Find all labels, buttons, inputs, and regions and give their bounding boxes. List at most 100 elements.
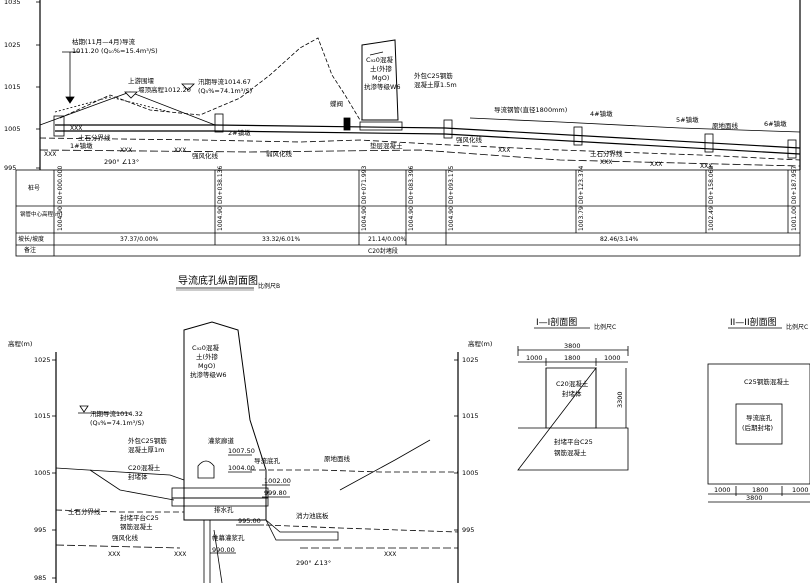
slope-cell-0: 37.37/0.00% — [120, 236, 159, 243]
section-scale: 比例尺B — [258, 282, 280, 290]
b-flood-level: 汛期导流1014.32 — [90, 409, 143, 418]
x-marks-8: XXX — [700, 163, 712, 170]
section-2 — [707, 363, 810, 503]
b-stilling-slab: 消力池底板 — [296, 511, 329, 520]
s1-c20: C20混凝土 — [556, 379, 589, 388]
dim-1000-a: 1000 — [526, 354, 543, 362]
x-marks-6: XXX — [600, 159, 612, 166]
valve-label: 蝶阀 — [330, 99, 343, 108]
section-1 — [517, 346, 629, 471]
b-el-990: 990.00 — [212, 546, 235, 554]
elev-cell-7: 1001.00 — [791, 206, 798, 231]
dam-c20-label: C₉₂0混凝 — [366, 55, 393, 64]
br-elev-1005: 1005 — [462, 469, 479, 477]
outer-c25-label-2: 混凝土厚1.5m — [414, 80, 457, 89]
b-elev-985: 985 — [34, 574, 46, 582]
b-drain-hole: 排水孔 — [214, 505, 234, 514]
elev-1015: 1015 — [4, 83, 21, 91]
bottom-text: 高程(m) 高程(m) 1025 1015 1005 995 985 1025 … — [8, 339, 492, 582]
flood-level-label: 汛期导流1014.67 — [198, 77, 251, 86]
x-marks-2: XXX — [44, 151, 56, 158]
bottom-profile — [52, 321, 459, 583]
dam-c20-label-2: 土(外掺 — [370, 64, 393, 73]
section-1-title: I—I剖面图 — [536, 316, 577, 328]
s1-plug-body: 封堵体 — [562, 389, 582, 398]
s2-dim-1000-b: 1000 — [792, 486, 809, 494]
elev-cell-3: 1004.90 — [408, 206, 415, 231]
station-2: D0+071.993 — [361, 166, 368, 204]
s1-c25-b: 钢筋混凝土 — [554, 448, 587, 457]
flood-q-label: (Q₅%=74.1m³/S) — [198, 87, 252, 95]
b-flood-q: (Q₅%=74.1m³/S) — [90, 419, 144, 427]
s2-dim-1000-a: 1000 — [714, 486, 731, 494]
anchor-1-label: 1#镇墩 — [70, 141, 93, 150]
b-slope-label: 290° ∠13° — [296, 559, 331, 567]
b-elev-995: 995 — [34, 526, 46, 534]
original-ground-label: 原地面线 — [712, 121, 739, 130]
station-5: D0+123.374 — [578, 166, 585, 204]
b-plug-body: 封堵体 — [128, 472, 148, 481]
station-1: D0+038.136 — [217, 166, 224, 204]
elev-1005: 1005 — [4, 125, 21, 133]
section-1-text: I—I剖面图 比例尺C 3800 1000 1800 1000 3300 C20… — [526, 316, 624, 457]
x-marks-5: XXX — [498, 147, 510, 154]
elev-cell-4: 1004.90 — [448, 206, 455, 231]
b-dam-c20-4: 抗渗等级W6 — [190, 370, 227, 379]
station-0: D0+000.000 — [57, 166, 64, 204]
b-el-1004: 1004.00 — [228, 464, 255, 472]
row-header-elevation: 钢管中心高程(m) — [20, 210, 63, 218]
br-elev-995: 995 — [462, 526, 474, 534]
anchor-3-weathered-label: 强风化线 — [456, 135, 483, 144]
cofferdam-crest-label: 堰顶高程1012.20 — [138, 85, 191, 94]
b-grout-curtain: 帷幕灌浆孔 — [212, 533, 245, 542]
elev-cell-0: 1004.90 — [57, 206, 64, 231]
elev-995: 995 — [4, 164, 16, 172]
dim-1800: 1800 — [564, 354, 581, 362]
b-strong-weathered: 强风化线 — [112, 533, 139, 542]
section-title: 导流底孔纵剖面图 — [178, 274, 258, 287]
section-2-title: II—II剖面图 — [730, 316, 777, 328]
x-marks-7: XXX — [650, 161, 662, 168]
b-x-marks: XXX — [108, 551, 120, 558]
section-1-scale: 比例尺C — [594, 323, 616, 331]
weak-weathered-label: 弱风化线 — [266, 149, 293, 158]
bottom-elev-header-right: 高程(m) — [468, 339, 492, 348]
dam-c20-label-4: 抗渗等级W6 — [364, 82, 401, 91]
bottom-elev-header: 高程(m) — [8, 339, 32, 348]
b-dam-c20-2: 土(外掺 — [196, 352, 219, 361]
anchor-4-label: 4#镇墩 — [590, 109, 613, 118]
row-header-slope: 坡长/坡度 — [18, 235, 44, 243]
b-outer-c25-2: 混凝土厚1m — [128, 445, 164, 454]
b-dam-c20-3: MgO) — [198, 362, 215, 370]
slope-cell-3: 82.46/3.14% — [600, 236, 639, 243]
b-elev-1005: 1005 — [34, 469, 51, 477]
s1-c25-a: 封堵平台C25 — [554, 437, 593, 446]
elev-1025: 1025 — [4, 41, 21, 49]
b-el-1007: 1007.50 — [228, 447, 255, 455]
dry-season-level: 1011.20 (Q₁₀%=15.4m³/S) — [72, 47, 158, 55]
dam-c20-label-3: MgO) — [372, 74, 389, 82]
cushion-label: 垫层混凝土 — [370, 141, 403, 150]
middle-title-group: 导流底孔纵剖面图 比例尺B — [176, 274, 280, 291]
anchor-2-label: 2#镇墩 — [228, 128, 251, 137]
b-x-marks-2: XXX — [174, 551, 186, 558]
station-3: D0+083.396 — [408, 166, 415, 204]
elev-1035: 1035 — [4, 0, 21, 6]
upper-cofferdam-label: 上游围堰 — [128, 76, 155, 85]
slope-cell-2: 21.14/0.00% — [368, 236, 407, 243]
b-plug-c25-2: 钢筋混凝土 — [120, 522, 153, 531]
b-elev-1015: 1015 — [34, 412, 51, 420]
s2-dim-1800: 1800 — [752, 486, 769, 494]
earth-rock-line-label: 土石分界线 — [78, 133, 111, 142]
b-el-995: 995.00 — [238, 517, 261, 525]
dim-3300: 3300 — [616, 391, 624, 408]
table-text: 桩号 钢管中心高程(m) 坡长/坡度 备注 D0+000.000 D0+038.… — [18, 166, 798, 255]
x-marks: XXX — [70, 125, 82, 132]
dim-1000-b: 1000 — [604, 354, 621, 362]
anchor-5-label: 5#镇墩 — [676, 115, 699, 124]
earth-rock-line-label-2: 土石分界线 — [590, 149, 623, 158]
b-c20-plug: C20混凝土 — [128, 463, 161, 472]
slope-label: 290° ∠13° — [104, 158, 139, 166]
station-7: D0+187.957 — [791, 166, 798, 204]
dim-3800: 3800 — [564, 342, 581, 350]
